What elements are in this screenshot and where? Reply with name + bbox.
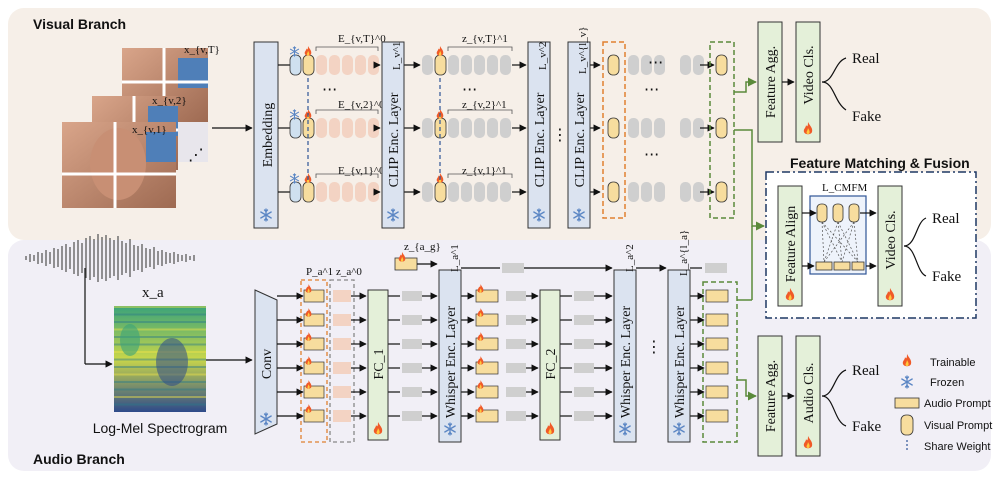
- z-label-t: z_{v,T}^1: [462, 33, 508, 45]
- svg-text:CLIP Enc. Layer: CLIP Enc. Layer: [387, 92, 402, 187]
- visual-row: [289, 109, 728, 139]
- audio-row: [277, 380, 729, 399]
- audio-top-row: [461, 263, 727, 273]
- fusion-output-fake: Fake: [932, 269, 962, 285]
- legend-visual-prompt: Visual Prompt: [924, 420, 992, 432]
- audio-token-box: [329, 279, 355, 443]
- clip-layer-1: CLIP Enc. Layer: [381, 41, 405, 229]
- spectrogram-label: Log-Mel Spectrogram: [93, 420, 228, 436]
- visual-ellipsis-3: ···: [644, 80, 659, 99]
- visual-feature-agg: [757, 21, 783, 143]
- clip-layer-1-label: L_v^1: [391, 42, 403, 70]
- video-frames: [62, 48, 208, 208]
- svg-text:CLIP Enc. Layer: CLIP Enc. Layer: [573, 92, 588, 187]
- audio-branch-title: Audio Branch: [33, 451, 125, 467]
- visual-token-rows: [278, 64, 290, 193]
- z-label-2: z_{v,2}^1: [462, 99, 507, 111]
- visual-ellipsis-2: ···: [462, 80, 477, 99]
- whisper-layer-ellipsis: ⋮: [646, 337, 662, 356]
- fc2-block: [539, 289, 561, 441]
- cmfm-label: L_CMFM: [822, 182, 867, 194]
- fc1-label: FC_1: [372, 348, 387, 379]
- legend-audio-prompt: Audio Prompt: [924, 398, 991, 410]
- e-label-t: E_{v,T}^0: [338, 33, 386, 45]
- conv-block: [254, 289, 278, 435]
- fc2-label: FC_2: [544, 348, 559, 379]
- whisper-layer-l-sym: L_a^{l_a}: [678, 230, 690, 276]
- audio-row: [277, 404, 729, 423]
- audio-input-label: x_a: [142, 285, 164, 301]
- cmfm-matching: [815, 203, 865, 271]
- audio-output-real: Real: [852, 363, 880, 379]
- fusion-video-cls: [877, 185, 903, 307]
- whisper-layer-2-sym: L_a^2: [624, 244, 636, 272]
- visual-output-real: Real: [852, 51, 880, 67]
- visual-video-cls-label: Video Cls.: [802, 45, 817, 104]
- legend-frozen: Frozen: [930, 377, 964, 389]
- za-label: z_{a_g}: [404, 241, 441, 253]
- visual-ellipsis-4: ···: [644, 145, 659, 164]
- clip-layer-l-label: L_v^{l_v}: [577, 27, 589, 75]
- audio-row: [277, 356, 729, 375]
- visual-row: [289, 173, 728, 203]
- visual-row: [289, 46, 728, 76]
- fusion-feature-align: [777, 185, 803, 307]
- fusion-title: Feature Matching & Fusion: [790, 155, 970, 171]
- legend: Trainable Frozen Audio Prompt Visual Pro…: [894, 354, 992, 453]
- audio-cls-label: Audio Cls.: [802, 363, 817, 424]
- clip-layer-2: CLIP Enc. Layer: [527, 41, 551, 229]
- whisper-layer-1-label: Whisper Enc. Layer: [444, 305, 459, 418]
- audio-branch-panel: [8, 240, 991, 471]
- prompt-label-p: P_a^1: [306, 266, 333, 278]
- audio-row: [277, 284, 729, 303]
- waveform: [25, 234, 195, 282]
- clip-layer-ellipsis: ⋮: [552, 125, 568, 144]
- frame-label-2: x_{v,2}: [152, 95, 187, 107]
- audio-output-fake: Fake: [852, 419, 882, 435]
- za-token: [394, 257, 418, 271]
- whisper-layer-l: [667, 269, 691, 443]
- visual-branch-title: Visual Branch: [33, 16, 126, 32]
- whisper-layer-l-label: Whisper Enc. Layer: [673, 305, 688, 418]
- whisper-layer-1-sym: L_a^1: [449, 244, 461, 272]
- e-label-2: E_{v,2}^0: [338, 99, 385, 111]
- visual-ellipsis-1: ···: [322, 80, 337, 99]
- e-label-1: E_{v,1}^0: [338, 165, 385, 177]
- visual-feature-agg-label: Feature Agg.: [764, 46, 779, 118]
- whisper-layer-2: [613, 269, 637, 443]
- visual-output-fake: Fake: [852, 109, 882, 125]
- frame-label-1: x_{v,1}: [132, 124, 167, 136]
- legend-visual-prompt-icon: [900, 414, 914, 436]
- visual-ellipsis-5: ···: [648, 53, 663, 72]
- whisper-layer-1: [438, 269, 462, 443]
- audio-output-tokens-box: [702, 281, 738, 443]
- legend-share-weight: Share Weight: [924, 441, 990, 453]
- audio-prompt-box: [300, 279, 328, 443]
- log-mel-spectrogram: [114, 306, 206, 412]
- prompt-label-z: z_a^0: [336, 266, 362, 278]
- whisper-layer-2-label: Whisper Enc. Layer: [619, 305, 634, 418]
- fusion-output-real: Real: [932, 211, 960, 227]
- embedding-block: [253, 41, 279, 229]
- last-visual-prompts-box: [602, 41, 626, 219]
- audio-feature-agg-label: Feature Agg.: [764, 360, 779, 432]
- legend-trainable: Trainable: [930, 357, 975, 369]
- clip-layer-2-label: L_v^2: [537, 42, 549, 70]
- fc1-block: [367, 289, 389, 441]
- svg-text:CLIP Enc. Layer: CLIP Enc. Layer: [533, 92, 548, 187]
- z-label-1: z_{v,1}^1: [462, 165, 507, 177]
- conv-label: Conv: [260, 349, 275, 379]
- fusion-video-cls-label: Video Cls.: [884, 210, 899, 269]
- audio-row: [277, 308, 729, 327]
- frame-label-t: x_{v,T}: [184, 44, 220, 56]
- embedding-label: Embedding: [261, 103, 276, 168]
- audio-feature-agg: [757, 335, 783, 457]
- clip-layer-l: CLIP Enc. Layer: [567, 41, 591, 229]
- audio-row: [277, 332, 729, 351]
- legend-audio-prompt-icon: [894, 397, 920, 409]
- frame-ellipsis: ⋰: [188, 145, 204, 164]
- fusion-feature-align-label: Feature Align: [784, 206, 799, 283]
